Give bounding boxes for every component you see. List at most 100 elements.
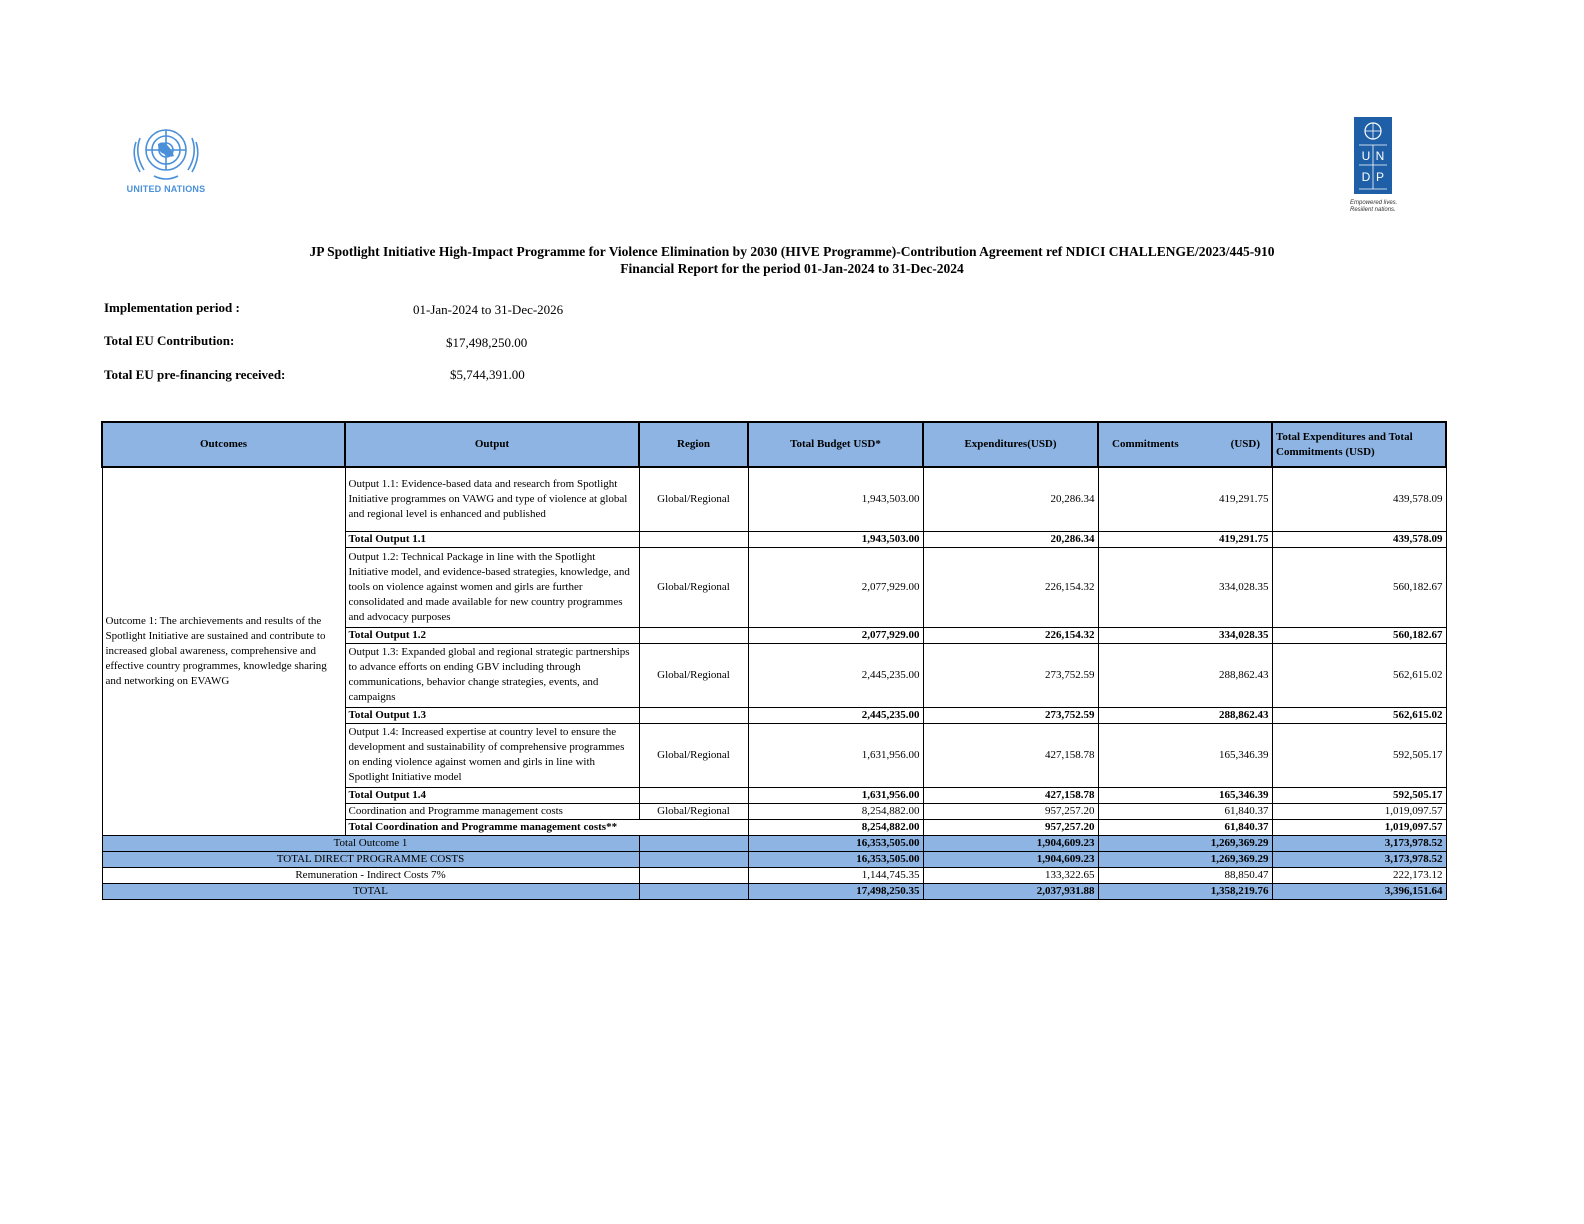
header-expenditures: Expenditures(USD) [922, 421, 1099, 468]
budget-cell: 8,254,882.00 [747, 818, 924, 836]
region-cell [638, 786, 749, 804]
region-cell: Global/Regional [638, 642, 749, 708]
commitment-cell: 1,269,369.29 [1097, 834, 1273, 852]
expenditure-cell: 1,904,609.23 [922, 834, 1099, 852]
budget-cell: 1,631,956.00 [747, 786, 924, 804]
total-output-label: Total Output 1.2 [344, 626, 640, 644]
undp-logo: U N D P Empowered lives. Resilient natio… [1350, 117, 1410, 214]
undp-tagline-1: Empowered lives. [1350, 200, 1398, 206]
total-output-label: Total Output 1.3 [344, 706, 640, 724]
header-commitments-unit: (USD) [1230, 438, 1260, 450]
expenditure-cell: 273,752.59 [922, 642, 1099, 708]
un-logo: UNITED NATIONS [126, 120, 206, 200]
undp-letter-n: N [1376, 149, 1385, 163]
commitment-cell: 88,850.47 [1097, 866, 1273, 884]
undp-letter-u: U [1362, 149, 1371, 163]
budget-cell: 16,353,505.00 [747, 850, 924, 868]
expenditure-cell: 1,904,609.23 [922, 850, 1099, 868]
output-description: Output 1.1: Evidence-based data and rese… [344, 466, 640, 532]
un-emblem-icon [133, 129, 199, 180]
region-cell [638, 882, 749, 900]
budget-cell: 17,498,250.35 [747, 882, 924, 900]
report-title-line1: JP Spotlight Initiative High-Impact Prog… [309, 244, 1275, 259]
summary-label: Remuneration - Indirect Costs 7% [101, 866, 640, 884]
un-logo-text: UNITED NATIONS [126, 184, 206, 194]
budget-cell: 1,943,503.00 [747, 530, 924, 548]
commitment-cell: 1,358,219.76 [1097, 882, 1273, 900]
budget-cell: 2,445,235.00 [747, 706, 924, 724]
implementation-period-label: Implementation period : [104, 300, 240, 315]
commitment-cell: 1,269,369.29 [1097, 850, 1273, 868]
region-cell [638, 850, 749, 868]
expenditure-cell: 273,752.59 [922, 706, 1099, 724]
budget-cell: 2,077,929.00 [747, 546, 924, 628]
budget-cell: 1,631,956.00 [747, 722, 924, 788]
table-row: Output 1.4: Increased expertise at count… [102, 722, 1447, 788]
table-row: Outcome 1: The archievements and results… [101, 466, 1447, 836]
total-direct-costs-row: TOTAL DIRECT PROGRAMME COSTS 16,353,505.… [101, 850, 1447, 868]
total-output-label: Total Output 1.4 [344, 786, 640, 804]
total-cell: 3,173,978.52 [1271, 834, 1447, 852]
total-cell: 3,396,151.64 [1271, 882, 1447, 900]
output-description: Output 1.2: Technical Package in line wi… [344, 546, 640, 628]
total-cell: 592,505.17 [1271, 722, 1447, 788]
region-cell [638, 626, 749, 644]
summary-label: Total Outcome 1 [101, 834, 640, 852]
budget-cell: 8,254,882.00 [747, 802, 924, 820]
undp-tagline: Empowered lives. Resilient nations. [1350, 200, 1410, 214]
total-cell: 1,019,097.57 [1271, 818, 1447, 836]
header-output: Output [344, 421, 640, 468]
indirect-costs-row: Remuneration - Indirect Costs 7% 1,144,7… [101, 866, 1447, 884]
expenditure-cell: 20,286.34 [922, 466, 1099, 532]
undp-emblem-icon: U N D P [1359, 122, 1387, 190]
total-output-row: Total Output 1.3 2,445,235.00 273,752.59… [102, 706, 1447, 724]
expenditure-cell: 226,154.32 [922, 546, 1099, 628]
table-row: Output 1.3: Expanded global and regional… [102, 642, 1447, 708]
grand-total-row: TOTAL 17,498,250.35 2,037,931.88 1,358,2… [101, 882, 1447, 900]
eu-contribution-value: $17,498,250.00 [446, 335, 528, 350]
total-cell: 562,615.02 [1271, 642, 1447, 708]
header-commitments-label: Commitments [1112, 438, 1179, 450]
header-total-exp-comm: Total Expenditures and Total Commitments… [1271, 421, 1447, 468]
total-output-row: Total Output 1.2 2,077,929.00 226,154.32… [102, 626, 1447, 644]
report-title: JP Spotlight Initiative High-Impact Prog… [0, 243, 1584, 277]
region-cell: Global/Regional [638, 546, 749, 628]
undp-letter-p: P [1376, 170, 1384, 184]
output-description: Output 1.4: Increased expertise at count… [344, 722, 640, 788]
undp-logo-box: U N D P [1354, 117, 1392, 194]
total-cell: 3,173,978.52 [1271, 850, 1447, 868]
financial-report-table: Outcomes Output Region Total Budget USD*… [101, 421, 1447, 900]
expenditure-cell: 957,257.20 [922, 818, 1099, 836]
total-cell: 592,505.17 [1271, 786, 1447, 804]
expenditure-cell: 20,286.34 [922, 530, 1099, 548]
total-output-label: Total Output 1.1 [344, 530, 640, 548]
expenditure-cell: 427,158.78 [922, 786, 1099, 804]
header-outcomes: Outcomes [101, 421, 346, 468]
commitment-cell: 288,862.43 [1097, 706, 1273, 724]
output-description: Output 1.3: Expanded global and regional… [344, 642, 640, 708]
table-row: Coordination and Programme management co… [102, 802, 1447, 820]
commitment-cell: 165,346.39 [1097, 722, 1273, 788]
expenditure-cell: 133,322.65 [922, 866, 1099, 884]
header-budget: Total Budget USD* [747, 421, 924, 468]
commitment-cell: 334,028.35 [1097, 626, 1273, 644]
commitment-cell: 61,840.37 [1097, 802, 1273, 820]
budget-cell: 16,353,505.00 [747, 834, 924, 852]
region-cell: Global/Regional [638, 802, 749, 820]
commitment-cell: 419,291.75 [1097, 466, 1273, 532]
region-cell: Global/Regional [638, 466, 749, 532]
undp-tagline-2: Resilient nations. [1350, 207, 1396, 213]
commitment-cell: 165,346.39 [1097, 786, 1273, 804]
total-output-row: Total Output 1.1 1,943,503.00 20,286.34 … [102, 530, 1447, 548]
commitment-cell: 288,862.43 [1097, 642, 1273, 708]
commitment-cell: 419,291.75 [1097, 530, 1273, 548]
budget-cell: 2,077,929.00 [747, 626, 924, 644]
table-row: Output 1.2: Technical Package in line wi… [102, 546, 1447, 628]
total-cell: 560,182.67 [1271, 546, 1447, 628]
total-cell: 562,615.02 [1271, 706, 1447, 724]
header-commitments: Commitments (USD) [1097, 421, 1273, 468]
undp-letter-d: D [1362, 170, 1371, 184]
total-cell: 439,578.09 [1271, 466, 1447, 532]
output-description: Coordination and Programme management co… [344, 802, 640, 820]
commitment-cell: 334,028.35 [1097, 546, 1273, 628]
